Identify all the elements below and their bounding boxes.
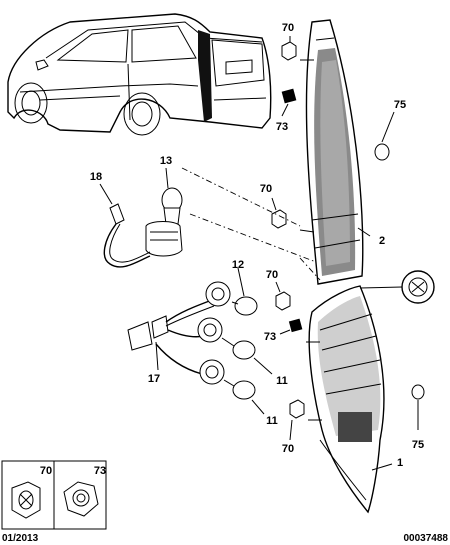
bulb-socket-lower — [199, 359, 265, 415]
callout-11-b: 11 — [266, 415, 278, 427]
lower-tail-lamp — [306, 285, 385, 514]
inset-label-73: 73 — [94, 465, 106, 477]
callout-18: 18 — [90, 171, 102, 183]
wire-harness-18 — [99, 183, 151, 268]
callout-75-a: 75 — [394, 99, 406, 111]
callout-70-d: 70 — [282, 443, 294, 455]
lamp-connector-detail — [359, 270, 435, 304]
nut-70-a — [281, 36, 297, 61]
callout-70-b: 70 — [260, 183, 272, 195]
callout-73-a: 73 — [276, 121, 288, 133]
inset-label-70: 70 — [40, 465, 52, 477]
callout-73-b: 73 — [264, 331, 276, 343]
plug-75-lower — [411, 384, 425, 430]
callout-70-c: 70 — [266, 269, 278, 281]
callout-12: 12 — [232, 259, 244, 271]
parts-inset: 70 73 — [1, 460, 107, 530]
bulb-socket-upper — [205, 267, 258, 316]
hex-nut-icon — [63, 481, 99, 517]
clip-73-b — [279, 318, 303, 335]
plug-75-upper — [374, 111, 395, 161]
spring-nut-icon — [11, 481, 41, 519]
clip-73-a — [281, 88, 297, 117]
bulb-socket-middle — [197, 317, 273, 375]
callout-70-a: 70 — [282, 22, 294, 34]
callout-17: 17 — [148, 373, 160, 385]
bulb-holder-13 — [145, 167, 183, 257]
callout-2: 2 — [379, 235, 385, 247]
callout-1: 1 — [397, 457, 403, 469]
nut-70-c — [275, 281, 291, 311]
footer-reference: 00037488 — [404, 533, 449, 544]
footer-date: 01/2013 — [2, 533, 39, 544]
car-illustration — [7, 13, 272, 136]
nut-70-b — [271, 197, 287, 229]
nut-70-d — [289, 399, 305, 441]
callout-labels: 70 73 75 13 18 70 2 12 70 73 17 11 11 70… — [90, 22, 424, 471]
callout-13: 13 — [160, 155, 172, 167]
upper-tail-lamp — [299, 19, 364, 285]
callout-11-a: 11 — [276, 375, 288, 387]
wiring-loom-17 — [127, 299, 215, 375]
callout-75-b: 75 — [412, 439, 424, 451]
